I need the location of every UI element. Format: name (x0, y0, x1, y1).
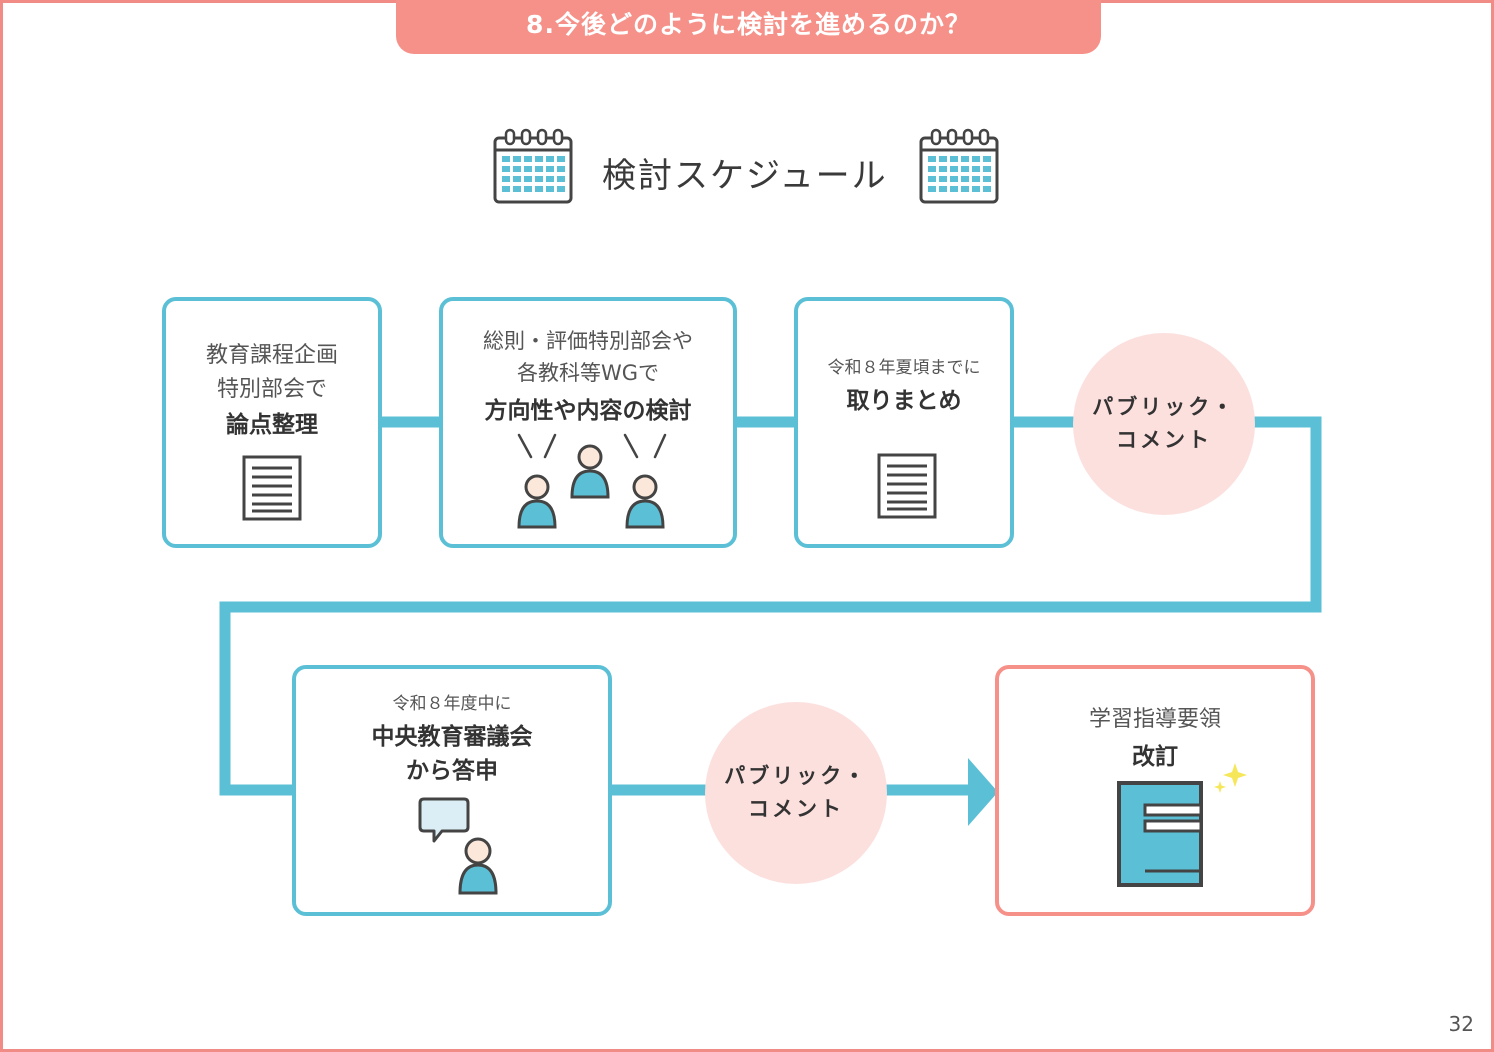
people-discussion-icon (517, 433, 667, 529)
step2-line1: 総則・評価特別部会や (483, 329, 693, 353)
document-icon (242, 455, 302, 521)
step5-emphasis: 改訂 (1132, 744, 1178, 770)
step4-emphasis2: から答申 (406, 758, 498, 784)
speaker-icon (418, 797, 498, 895)
public-comment-line2: コメント (1116, 428, 1212, 452)
step-card-curriculum-revision: 学習指導要領 改訂 (995, 665, 1315, 916)
schedule-title-row: 検討スケジュール (490, 128, 1002, 208)
arrow-head (968, 758, 998, 826)
schedule-title: 検討スケジュール (602, 156, 888, 196)
book-icon (1117, 781, 1203, 887)
step-card-direction-review: 総則・評価特別部会や 各教科等WGで 方向性や内容の検討 (439, 297, 737, 548)
step1-line2: 特別部会で (216, 377, 327, 402)
calendar-icon (919, 128, 999, 204)
page-number: 32 (1448, 1012, 1474, 1036)
calendar-icon (493, 128, 573, 204)
public-comment-circle: パブリック・ コメント (705, 702, 887, 884)
sparkle-icon (1214, 763, 1247, 793)
header-tab: 8.今後どのように検討を進めるのか？ (396, 0, 1101, 54)
step-card-summary: 令和８年夏頃までに 取りまとめ (794, 297, 1014, 548)
step3-note: 令和８年夏頃までに (827, 358, 981, 378)
step-card-issue-review: 教育課程企画 特別部会で 論点整理 (162, 297, 382, 548)
step3-emphasis: 取りまとめ (846, 388, 962, 414)
step-card-council-report: 令和８年度中に 中央教育審議会 から答申 (292, 665, 612, 916)
step2-line2: 各教科等WGで (516, 361, 660, 385)
step5-line1: 学習指導要領 (1088, 707, 1221, 732)
public-comment-line1: パブリック・ (1092, 395, 1236, 419)
step4-note: 令和８年度中に (392, 694, 512, 714)
step1-emphasis: 論点整理 (226, 412, 318, 438)
page-heading: 8.今後どのように検討を進めるのか？ (526, 10, 971, 39)
document-icon (877, 453, 937, 519)
public-comment-line2: コメント (748, 797, 844, 821)
step4-emphasis1: 中央教育審議会 (371, 724, 533, 750)
step1-line1: 教育課程企画 (205, 343, 338, 368)
public-comment-line1: パブリック・ (724, 764, 868, 788)
public-comment-circle: パブリック・ コメント (1073, 333, 1255, 515)
step2-emphasis: 方向性や内容の検討 (484, 398, 692, 424)
